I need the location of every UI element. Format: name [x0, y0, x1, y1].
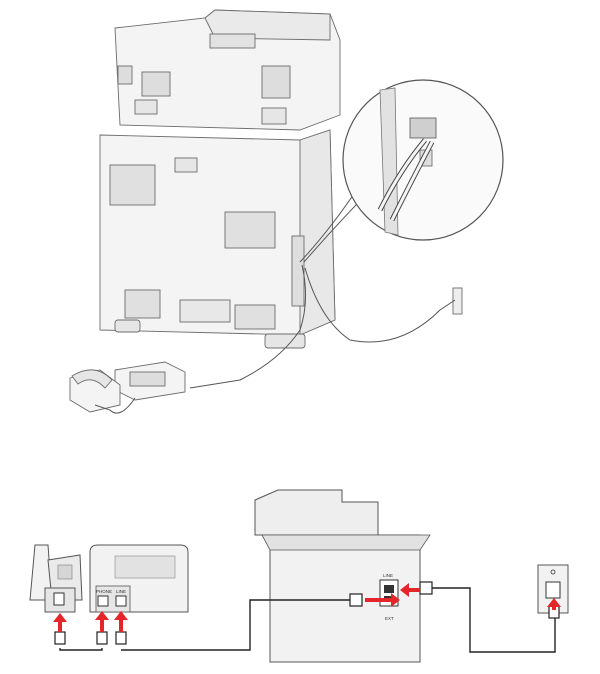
phone-port-label: PHONE [96, 589, 112, 594]
bottom-cables [59, 587, 556, 653]
phone-plug-icon [115, 631, 127, 645]
printer-rear-illustration [69, 9, 463, 413]
telephone-icon [29, 544, 83, 613]
wall-jack-icon [537, 564, 569, 614]
printer-ext-label: EXT [385, 616, 394, 621]
red-arrow-icon [365, 593, 400, 607]
phone-plug-icon [54, 631, 66, 645]
magnifier-callout-icon [342, 79, 504, 241]
red-arrow-icon [95, 611, 109, 632]
printer-icon: LINE EXT [254, 489, 431, 663]
red-arrow-icon [547, 598, 561, 610]
red-arrow-icon [53, 613, 67, 632]
red-arrow-icon [400, 583, 420, 597]
phone-plug-icon [419, 581, 433, 595]
phone-plug-icon [96, 631, 108, 645]
red-arrow-icon [114, 611, 128, 632]
answering-machine-icon: PHONE LINE [89, 544, 189, 613]
phone-plug-icon [349, 593, 363, 607]
printer-line-label: LINE [383, 573, 393, 578]
line-port-label: LINE [116, 589, 126, 594]
